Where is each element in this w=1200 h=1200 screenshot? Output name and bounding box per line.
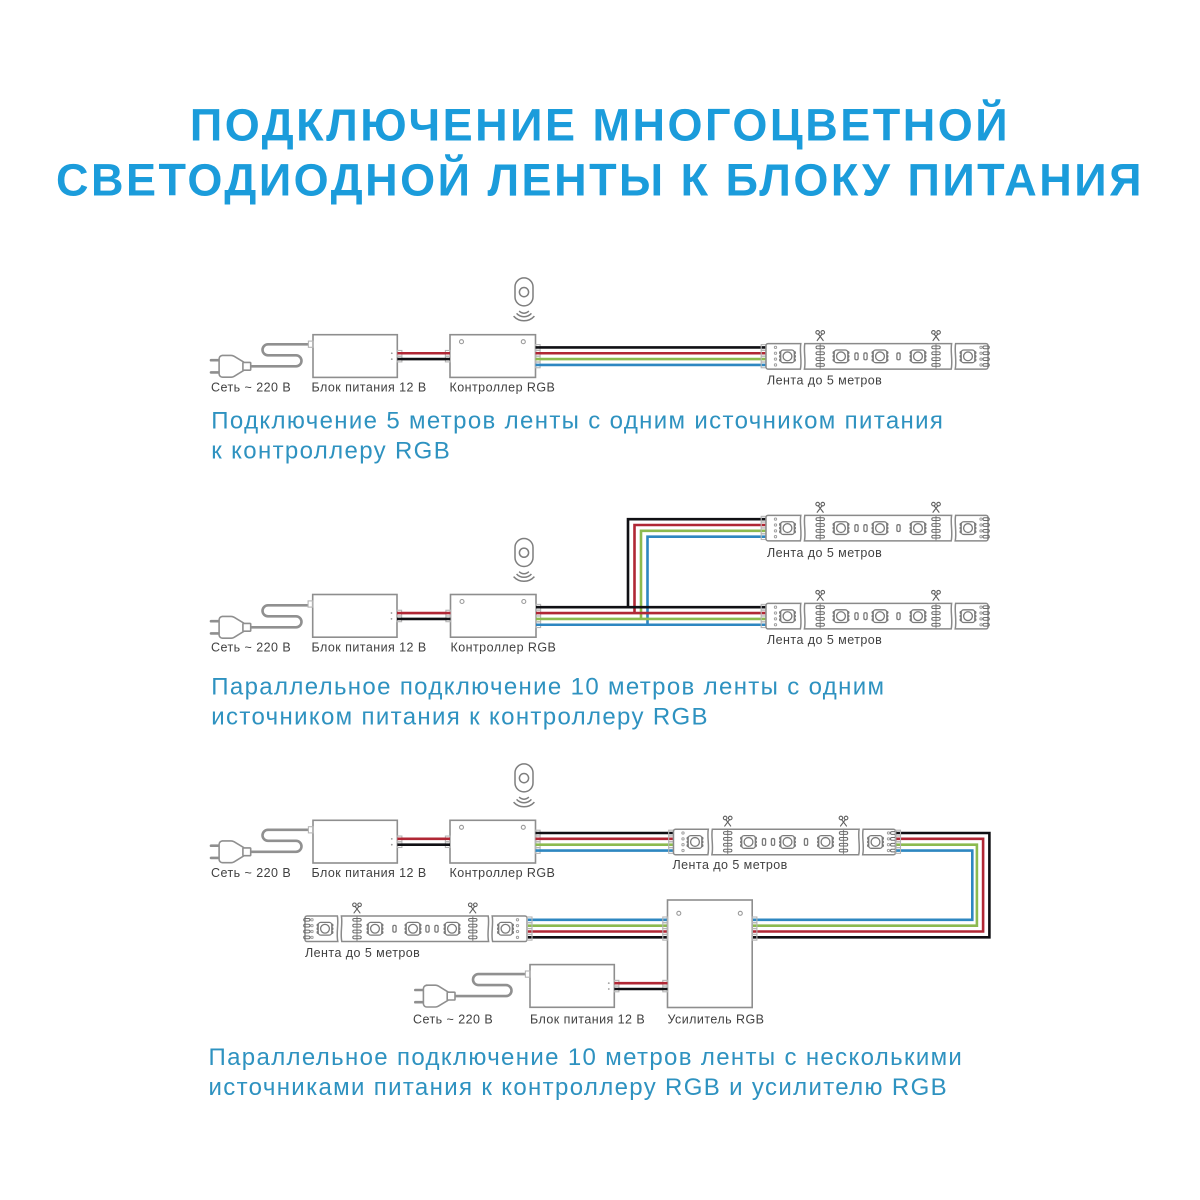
- svg-text:Лента до 5 метров: Лента до 5 метров: [767, 546, 882, 560]
- svg-text:Блок питания 12 В: Блок питания 12 В: [530, 1013, 645, 1027]
- svg-text:Контроллер RGB: Контроллер RGB: [451, 640, 557, 654]
- svg-text:Лента до 5 метров: Лента до 5 метров: [673, 858, 788, 872]
- svg-text:СВЕТОДИОДНОЙ ЛЕНТЫ К БЛОКУ ПИТ: СВЕТОДИОДНОЙ ЛЕНТЫ К БЛОКУ ПИТАНИЯ: [56, 155, 1144, 206]
- svg-text:Лента до 5 метров: Лента до 5 метров: [305, 946, 420, 960]
- svg-text:Сеть ~ 220 В: Сеть ~ 220 В: [211, 640, 291, 654]
- svg-text:ПОДКЛЮЧЕНИЕ МНОГОЦВЕТНОЙ: ПОДКЛЮЧЕНИЕ МНОГОЦВЕТНОЙ: [190, 100, 1010, 151]
- svg-text:Лента до 5 метров: Лента до 5 метров: [767, 633, 882, 647]
- svg-text:к контроллеру RGB: к контроллеру RGB: [211, 438, 451, 465]
- svg-text:Блок питания 12 В: Блок питания 12 В: [312, 380, 427, 394]
- svg-text:Блок питания 12 В: Блок питания 12 В: [312, 640, 427, 654]
- svg-text:источником питания к контролле: источником питания к контроллеру RGB: [211, 704, 709, 731]
- svg-text:Сеть ~ 220 В: Сеть ~ 220 В: [211, 380, 291, 394]
- svg-text:Контроллер RGB: Контроллер RGB: [450, 866, 556, 880]
- svg-text:Параллельное подключение 10 ме: Параллельное подключение 10 метров ленты…: [209, 1044, 964, 1071]
- svg-text:Контроллер RGB: Контроллер RGB: [450, 380, 556, 394]
- svg-text:Блок питания 12 В: Блок питания 12 В: [312, 866, 427, 880]
- svg-text:Подключение 5 метров ленты с о: Подключение 5 метров ленты с одним источ…: [211, 408, 944, 435]
- svg-text:Усилитель RGB: Усилитель RGB: [668, 1013, 765, 1027]
- svg-text:источниками питания к контролл: источниками питания к контроллеру RGB и …: [209, 1074, 948, 1101]
- svg-text:Параллельное подключение 10 ме: Параллельное подключение 10 метров ленты…: [211, 674, 885, 701]
- svg-text:Сеть ~ 220 В: Сеть ~ 220 В: [413, 1013, 493, 1027]
- svg-text:Лента до 5 метров: Лента до 5 метров: [767, 374, 882, 388]
- svg-text:Сеть ~ 220 В: Сеть ~ 220 В: [211, 866, 291, 880]
